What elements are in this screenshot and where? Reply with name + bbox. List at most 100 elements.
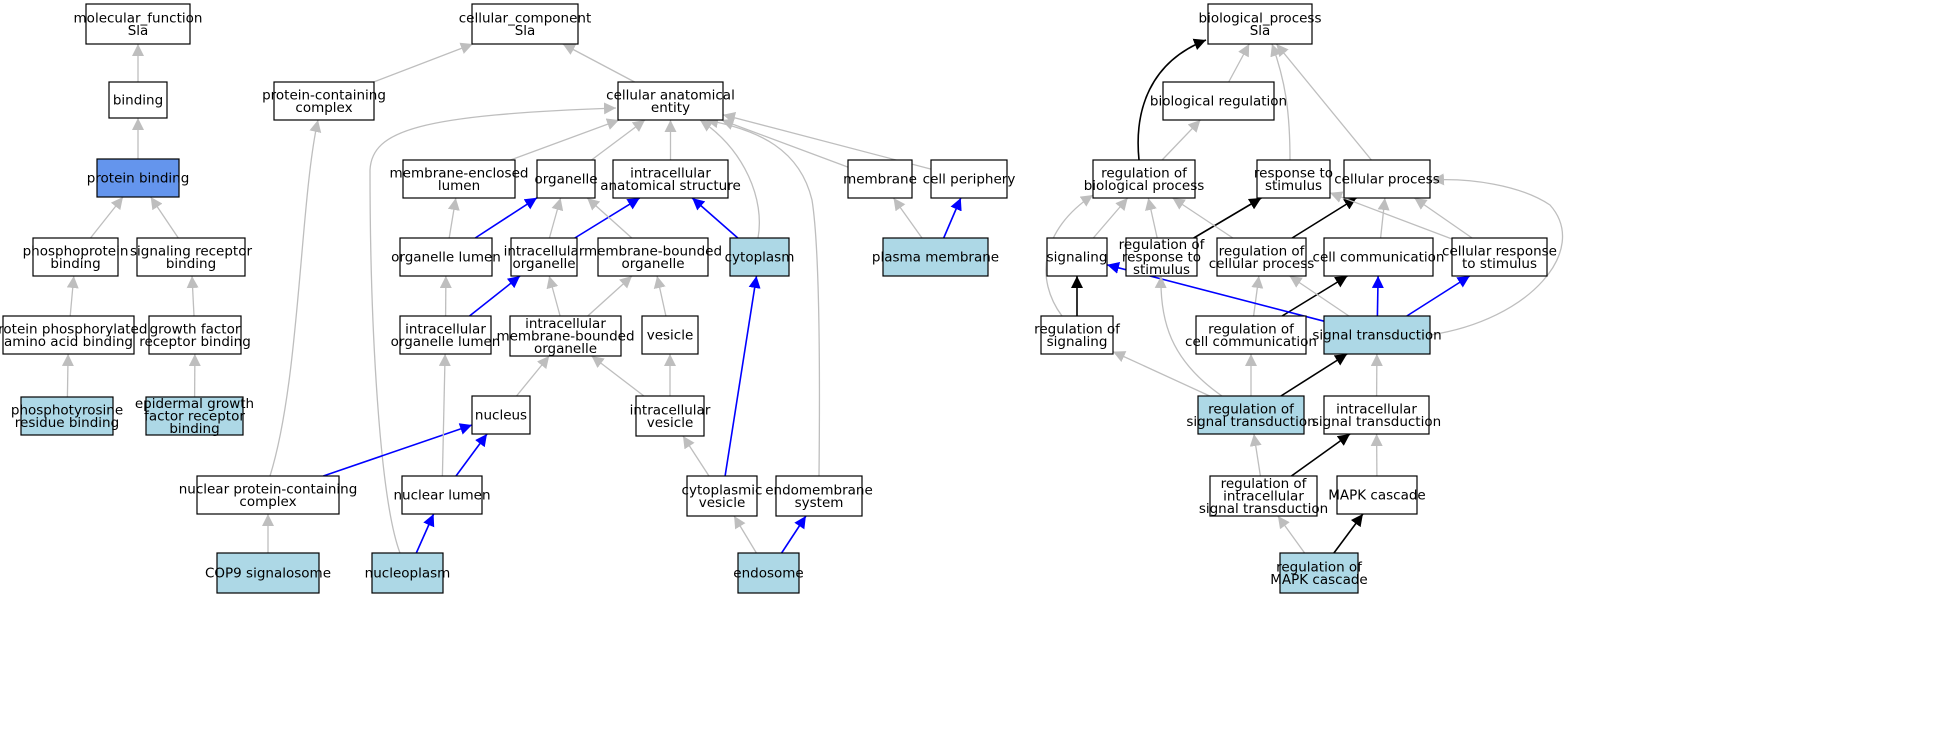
term-label-line: response to [1254,165,1333,181]
term-label-line: membrane [843,172,917,188]
term-label-line: intracellular [405,321,486,337]
edge-is-a-nucleoplasm-to-cellular-anatomical-entity [369,102,617,554]
term-label-line: biological regulation [1150,94,1287,110]
term-node-mapk-cascade[interactable]: MAPK cascade [1328,475,1426,515]
edge-is-a-nuclear-lumen-to-intracellular-organelle-lumen [438,353,451,477]
term-label-line: complex [295,100,352,116]
term-node-vesicle[interactable]: vesicle [641,315,699,355]
edge-is-a-cytoplasmic-vesicle-to-intracellular-vesicle [682,435,710,477]
term-label-line: membrane-bounded [496,329,634,345]
term-node-nucleus[interactable]: nucleus [471,395,531,435]
term-node-signal-transduction[interactable]: signal transduction [1312,315,1442,355]
term-node-organelle[interactable]: organelle [534,159,598,199]
edge-is-a-cellular-anatomical-entity-to-cc [562,43,635,83]
term-label-line: entity [651,100,690,116]
term-label-line: stimulus [1265,178,1322,194]
term-node-organelle-lumen[interactable]: organelle lumen [391,237,501,277]
term-node-protein-binding[interactable]: protein binding [87,158,190,198]
term-box [2,315,135,355]
term-box [399,237,493,277]
term-label-line: regulation of [1119,237,1206,253]
term-box [96,158,180,198]
term-label-line: cytoplasmic [682,482,763,498]
edge-is-a-cellular-response-to-stimulus-to-cellular-process [1414,197,1473,239]
term-label-line: protein-containing [262,87,386,103]
term-box [1162,81,1275,121]
term-label-line: signaling receptor [130,243,253,259]
term-label-line: Sla [515,23,536,39]
term-node-cell-periphery[interactable]: cell periphery [923,159,1016,199]
edge-is-a-vesicle-to-membrane-bounded-organelle [653,275,667,317]
edge-is-a-biological-regulation-to-bp [1228,43,1250,83]
term-node-endosome[interactable]: endosome [733,552,804,594]
term-box [641,315,699,355]
term-label-line: signaling [1047,334,1108,350]
term-node-binding[interactable]: binding [108,81,168,119]
term-label-line: biological_process [1199,10,1322,26]
term-node-nuclear-lumen[interactable]: nuclear lumen [393,475,491,515]
edge-is-a-membrane-bounded-organelle-to-organelle [586,197,633,239]
term-node-cell-communication[interactable]: cell communication [1313,237,1445,277]
term-label-line: protein phosphorylated [0,321,147,337]
term-node-nucleoplasm[interactable]: nucleoplasm [365,552,451,594]
edge-part-of-nuclear-protein-containing-complex-to-nucleus [323,423,473,477]
edge-is-a-intracellular-vesicle-to-intracellular-mb-organelle [591,355,645,397]
edge-regulates-regulation-of-cellular-process-to-cellular-process [1291,197,1357,239]
term-box [775,475,863,517]
term-label-line: residue binding [15,415,119,431]
term-node-cellular-process[interactable]: cellular process [1334,159,1440,199]
edge-is-a-regulation-of-mapk-cascade-to-regulation-of-intracellular-signal-transduction [1277,515,1306,554]
term-label-line: Sla [1250,23,1271,39]
term-label-line: system [795,495,844,511]
edge-is-a-intracellular-mb-organelle-to-intracellular-organelle [546,275,561,317]
term-box [1343,159,1431,199]
term-node-signaling[interactable]: signaling [1046,237,1108,277]
term-label-line: regulation of [1219,243,1306,259]
term-node-cytoplasm[interactable]: cytoplasm [725,237,795,277]
term-node-plasma-membrane[interactable]: plasma membrane [872,237,999,277]
term-label-line: cellular process [1334,172,1440,188]
term-node-membrane[interactable]: membrane [843,159,917,199]
edge-part-of-plasma-membrane-to-cell-periphery [942,197,962,239]
term-box [216,552,320,594]
term-box [1256,159,1331,199]
term-node-cop9-signalosome[interactable]: COP9 signalosome [205,552,331,594]
term-label-line: intracellular [630,165,711,181]
term-node-biological-regulation[interactable]: biological regulation [1150,81,1287,121]
term-box [536,159,596,199]
edge-is-a-regulation-of-response-to-stimulus-to-regulation-of-biological-process [1145,197,1158,239]
